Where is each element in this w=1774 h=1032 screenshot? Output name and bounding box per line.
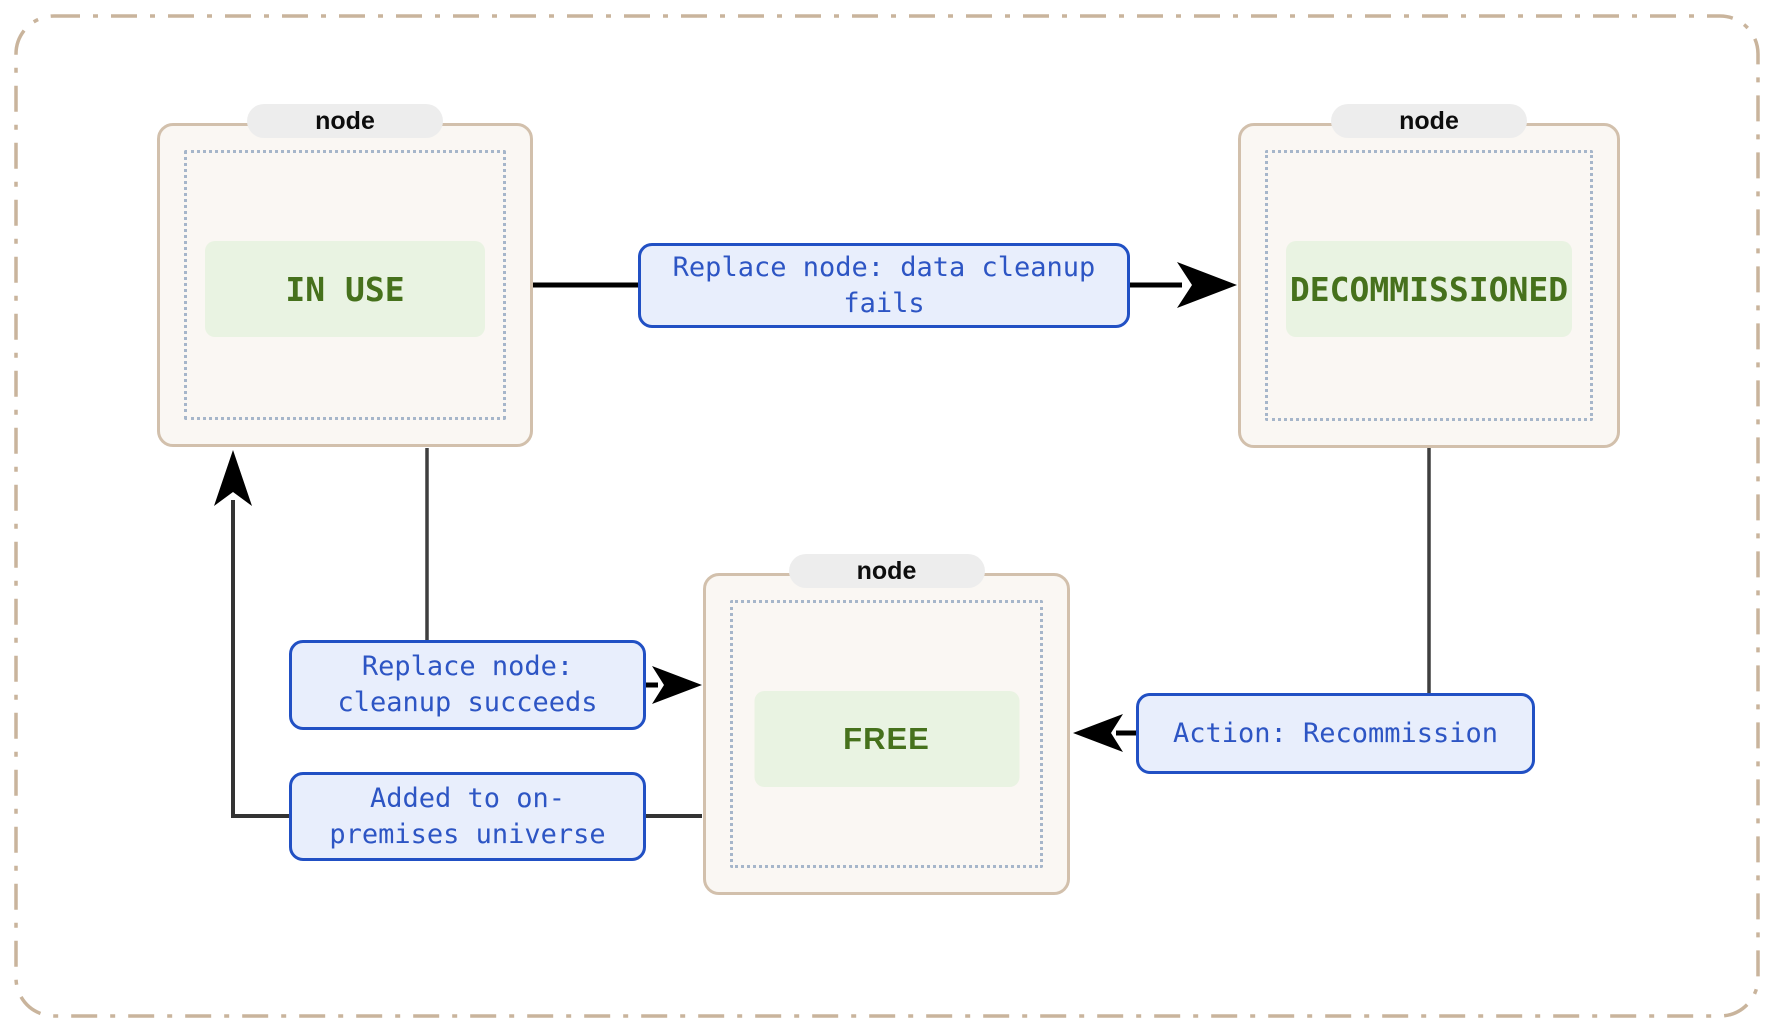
edge-label-replace-node-data-cleanup-fails: Replace node: data cleanup fails (638, 243, 1130, 328)
state-label-free: FREE (754, 691, 1019, 787)
node-type-tag: node (247, 104, 443, 138)
node-type-tag: node (1331, 104, 1527, 138)
node-inner-dotted-border (730, 600, 1043, 868)
edge-label-action-recommission: Action: Recommission (1136, 693, 1535, 774)
edge-label-replace-node-cleanup-succeeds: Replace node: cleanup succeeds (289, 640, 646, 730)
arrowhead-left-free (1073, 714, 1123, 752)
node-type-tag: node (788, 554, 985, 588)
arrowhead-right-free (652, 666, 702, 704)
edge-label-added-to-on-premises-universe: Added to on-premises universe (289, 772, 646, 861)
arrowhead-up-inuse (214, 450, 252, 506)
state-label-decommissioned: DECOMMISSIONED (1286, 241, 1572, 337)
arrowhead-right-decommissioned (1177, 262, 1237, 308)
state-label-in-use: IN USE (205, 241, 485, 337)
state-node-free: node FREE (703, 554, 1070, 895)
state-node-in-use: node IN USE (157, 104, 533, 447)
node-inner-dotted-border (1265, 150, 1593, 421)
node-inner-dotted-border (184, 150, 506, 420)
outer-dashdot-border (14, 14, 1760, 1018)
state-node-decommissioned: node DECOMMISSIONED (1238, 104, 1620, 448)
